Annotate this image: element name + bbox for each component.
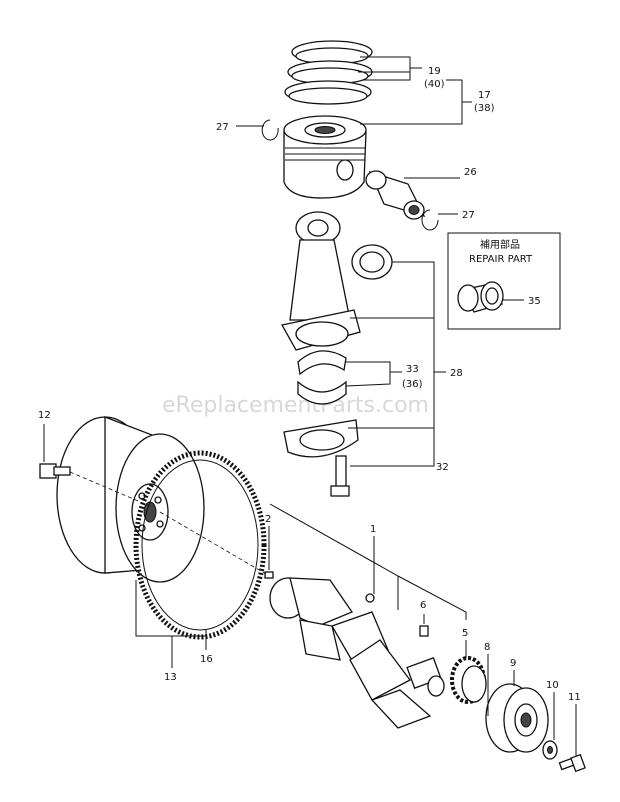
callout-13: 13 (164, 672, 177, 683)
flywheel (56, 416, 205, 583)
watermark: eReplacementParts.com (162, 393, 429, 418)
callout-5: 5 (462, 628, 468, 639)
callout-2: 2 (265, 514, 271, 525)
ring-gear (133, 450, 267, 640)
dowel-pin (264, 571, 274, 579)
callout-33: 33 (406, 364, 419, 375)
rod-cap (283, 419, 359, 458)
pulley-bolt (558, 753, 586, 773)
repair-box-title-en: REPAIR PART (469, 254, 533, 265)
callout-16: 16 (200, 654, 213, 665)
repair-box-title-jp: 補用部品 (480, 238, 520, 251)
plug (365, 593, 375, 603)
callout-10: 10 (546, 680, 559, 691)
bearing-shell-upper (297, 350, 347, 376)
piston (283, 115, 367, 199)
callout-40: (40) (424, 79, 445, 90)
repair-part-box (447, 232, 561, 330)
repair-bushing (457, 281, 504, 313)
callout-36: (36) (402, 379, 423, 390)
crank-pulley (485, 683, 549, 753)
rod-bolt (330, 455, 350, 497)
crankshaft (269, 577, 445, 729)
small-end-bushing (351, 244, 393, 280)
callout-6: 6 (420, 600, 426, 611)
callout-8: 8 (484, 642, 490, 653)
callout-19: 19 (428, 66, 441, 77)
callout-32: 32 (436, 462, 449, 473)
callout-17: 17 (478, 90, 491, 101)
flywheel-bolt (39, 463, 71, 479)
piston-rings (284, 40, 373, 105)
callout-38: (38) (474, 103, 495, 114)
key (419, 625, 429, 637)
piston-pin (365, 170, 426, 220)
callout-1: 1 (370, 524, 376, 535)
crank-gear (450, 656, 487, 704)
callout-27-left: 27 (216, 122, 229, 133)
bearing-shell-lower (297, 380, 347, 405)
callout-9: 9 (510, 658, 516, 669)
callout-27-right: 27 (462, 210, 475, 221)
callout-11: 11 (568, 692, 581, 703)
connecting-rod (280, 211, 361, 351)
callout-35: 35 (528, 296, 541, 307)
callout-26: 26 (464, 167, 477, 178)
leader-lines (43, 56, 577, 756)
snap-ring-left (261, 119, 279, 141)
washer (542, 740, 558, 760)
callout-28: 28 (450, 368, 463, 379)
callout-12: 12 (38, 410, 51, 421)
snap-ring-right (421, 209, 439, 231)
